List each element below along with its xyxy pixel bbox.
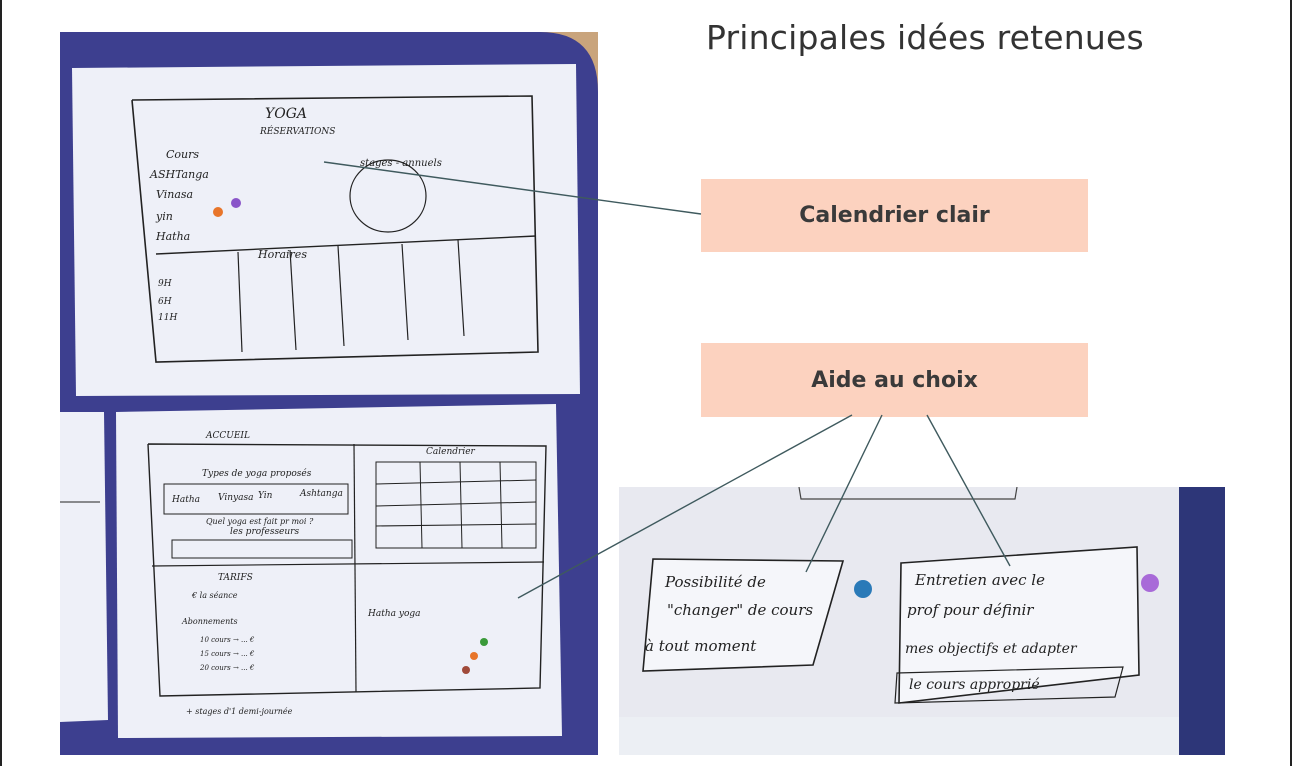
note2-line-1: Entretien avec le bbox=[914, 571, 1045, 589]
sketch-tarif-line-2: 15 cours → ... € bbox=[200, 650, 255, 658]
sketch-course-4: Hatha bbox=[155, 230, 190, 243]
sketch-stages-note: stages - annuels bbox=[360, 158, 442, 169]
sketch-type-2: Vinyasa bbox=[218, 493, 253, 503]
sketch-time-1: 9H bbox=[158, 279, 172, 289]
sketch-tarifs-item: € la séance bbox=[191, 591, 238, 600]
sketch-nav-title: ACCUEIL bbox=[205, 431, 250, 441]
sketch-courses-heading: Cours bbox=[166, 148, 199, 161]
sketch-types-heading: Types de yoga proposés bbox=[202, 468, 312, 479]
sticky-note-2: Entretien avec le prof pour définir mes … bbox=[894, 546, 1140, 704]
note1-line-2: "changer" de cours bbox=[667, 601, 813, 619]
sketch-course-1: ASHTanga bbox=[149, 168, 209, 181]
sketch-course-3: yin bbox=[155, 210, 173, 223]
sketch-course-2: Vinasa bbox=[156, 188, 193, 201]
sketch-abonnements: Abonnements bbox=[181, 617, 238, 626]
note1-line-3: à tout moment bbox=[645, 637, 757, 655]
callout-calendrier-clair: Calendrier clair bbox=[701, 179, 1088, 252]
note2-line-3: mes objectifs et adapter bbox=[905, 641, 1078, 657]
sketch-photo-left: YOGA RÉSERVATIONS Cours ASHTanga Vinasa … bbox=[60, 32, 598, 755]
sketch-question: Quel yoga est fait pr moi ? bbox=[206, 517, 314, 526]
sketch-hatha-yoga: Hatha yoga bbox=[367, 609, 420, 619]
sketch-type-3: Yin bbox=[258, 491, 273, 501]
sticky-notes-photo: Possibilité de "changer" de cours à tout… bbox=[619, 487, 1225, 755]
paper-sheet-bottom: ACCUEIL Calendrier Types de yoga proposé… bbox=[116, 404, 562, 738]
sketch-subtitle: RÉSERVATIONS bbox=[259, 125, 335, 137]
note2-line-4: le cours approprié bbox=[909, 677, 1040, 693]
sketch-time-2: 6H bbox=[158, 297, 172, 307]
sketch-schedule-heading: Horaires bbox=[257, 248, 307, 261]
slide-title: Principales idées retenues bbox=[706, 18, 1144, 57]
sketch-tarif-line-1: 10 cours → ... € bbox=[200, 636, 255, 644]
sketch-logo: YOGA bbox=[265, 106, 307, 122]
sketch-time-3: 11H bbox=[158, 313, 177, 323]
sketch-stages-footer: + stages d'1 demi-journée bbox=[186, 707, 293, 716]
note1-line-1: Possibilité de bbox=[664, 573, 766, 591]
sketch-calendar-heading: Calendrier bbox=[426, 447, 476, 457]
callout-aide-au-choix: Aide au choix bbox=[701, 343, 1088, 417]
sketch-profs: les professeurs bbox=[230, 527, 299, 537]
sketch-type-1: Hatha bbox=[171, 495, 200, 505]
paper-sheet-top: YOGA RÉSERVATIONS Cours ASHTanga Vinasa … bbox=[72, 64, 580, 396]
sticky-note-1: Possibilité de "changer" de cours à tout… bbox=[642, 558, 845, 672]
sketch-tarif-line-3: 20 cours → ... € bbox=[199, 664, 255, 672]
sketch-tarifs-heading: TARIFS bbox=[218, 573, 253, 583]
note2-line-2: prof pour définir bbox=[907, 601, 1034, 619]
sketch-type-4: Ashtanga bbox=[299, 489, 343, 499]
